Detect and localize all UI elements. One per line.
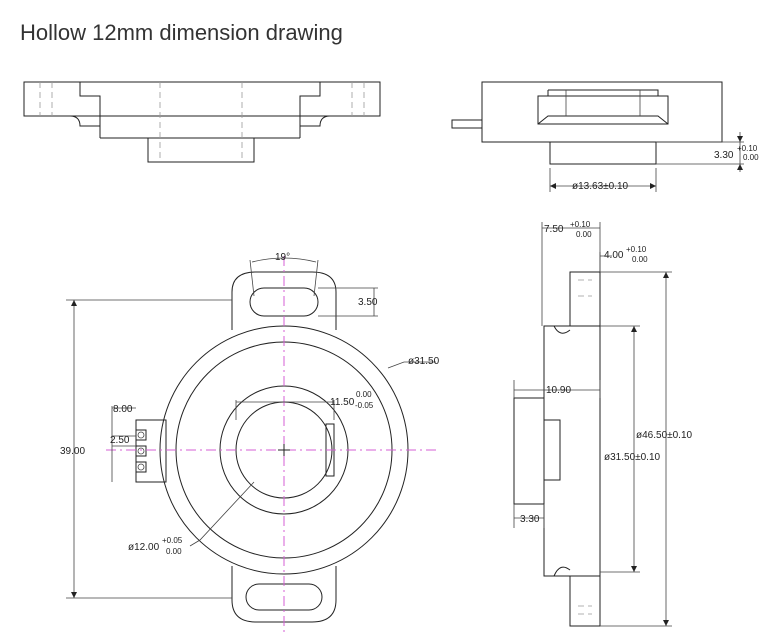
ring-diameter-dim: ø31.50: [408, 356, 440, 367]
svg-text:+0.10: +0.10: [570, 220, 591, 229]
pin-pitch-dim: 2.50: [110, 435, 130, 446]
svg-text:+0.05: +0.05: [162, 536, 183, 545]
svg-text:0.00: 0.00: [576, 230, 592, 239]
hub-thickness-dim: 3.30: [520, 514, 540, 525]
svg-text:+0.10: +0.10: [737, 144, 758, 153]
page-title: Hollow 12mm dimension drawing: [20, 20, 343, 45]
side-view: ø13.63±0.10 3.30 +0.10 0.00: [451, 81, 759, 192]
section-view: 7.50 +0.10 0.00 4.00 +0.10 0.00 10.90 ø4…: [513, 220, 693, 627]
svg-text:0.00: 0.00: [743, 153, 759, 162]
depth-dim: 7.50: [544, 224, 564, 235]
overall-height-dim: 39.00: [60, 446, 85, 457]
svg-text:0.00: 0.00: [632, 255, 648, 264]
svg-text:0.00: 0.00: [166, 547, 182, 556]
bore-dim: ø12.00: [128, 542, 160, 553]
slot-offset-dim: 3.50: [358, 297, 378, 308]
outer-diameter-dim: ø46.50±0.10: [636, 430, 693, 441]
flange-dim: 4.00: [604, 250, 624, 261]
plan-view: 19° 3.50 ø31.50 11.50 0.00 -0.05 8.00 2.…: [60, 252, 440, 632]
side-height-dim: 3.30: [714, 150, 734, 161]
connector-width-dim: 8.00: [113, 404, 133, 415]
svg-text:+0.10: +0.10: [626, 245, 647, 254]
bore-top-dim: ø13.63±0.10: [572, 181, 629, 192]
angle-dim: 19°: [275, 252, 290, 263]
svg-text:-0.05: -0.05: [355, 401, 374, 410]
body-diameter-dim: ø31.50±0.10: [604, 452, 661, 463]
inner-width-dim: 11.50: [330, 397, 355, 408]
body-depth-dim: 10.90: [546, 385, 571, 396]
front-elevation-view: [23, 81, 381, 163]
svg-text:0.00: 0.00: [356, 390, 372, 399]
